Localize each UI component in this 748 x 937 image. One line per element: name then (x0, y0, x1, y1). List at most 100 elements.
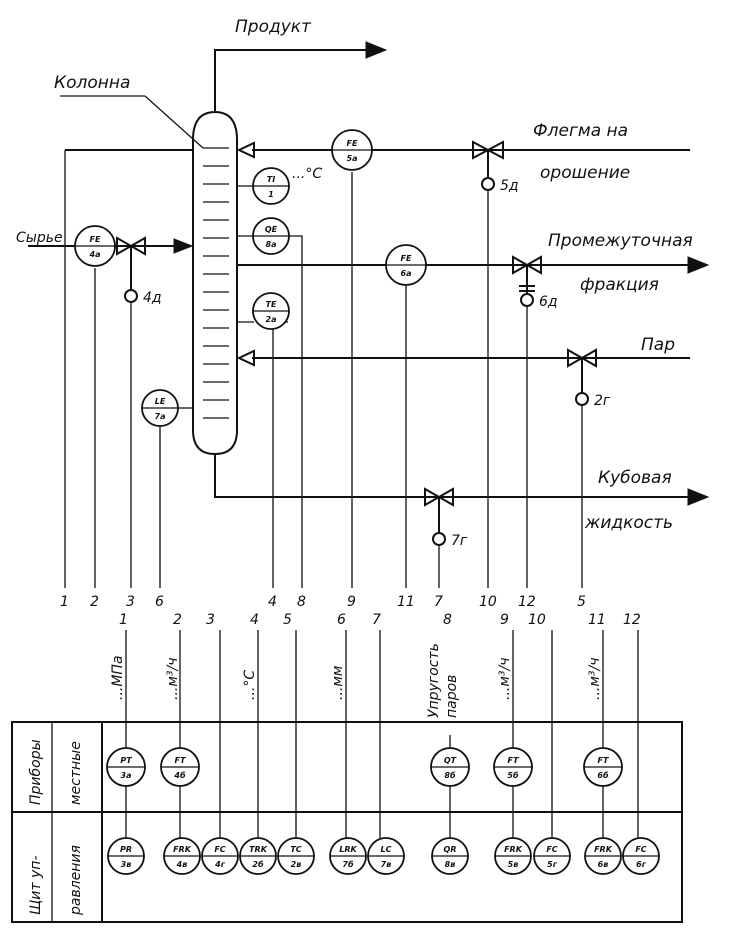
device-trk-2b: TRK 2б (239, 837, 277, 875)
svg-text:4в: 4в (176, 860, 188, 869)
svg-text:6: 6 (337, 612, 346, 628)
svg-text:TC: TC (290, 845, 301, 854)
svg-text:TE: TE (266, 300, 277, 309)
svg-text:FRK: FRK (504, 845, 523, 854)
svg-text:FE: FE (401, 254, 412, 263)
label-bottoms-1: Кубовая (598, 468, 672, 488)
actuator-7g-label: 7г (451, 533, 468, 549)
device-pt-3a: PT 3а (106, 747, 146, 787)
svg-text:6в: 6в (598, 860, 609, 869)
svg-text:2а: 2а (266, 315, 277, 324)
svg-text:12: 12 (518, 594, 536, 610)
label-reflux-1: Флегма на (533, 121, 628, 141)
svg-text:8б: 8б (444, 770, 456, 780)
device-ft-6b: FT 6б (583, 747, 623, 787)
svg-text:PT: PT (120, 756, 132, 765)
intermediate-line (237, 256, 710, 274)
svg-text:3: 3 (126, 594, 135, 610)
svg-text:9: 9 (500, 612, 509, 628)
svg-text:FRK: FRK (594, 845, 613, 854)
device-qt-8b: QT 8б (430, 747, 470, 787)
svg-text:...мм: ...мм (330, 665, 346, 700)
svg-text:4: 4 (268, 594, 277, 610)
device-ft-5b: FT 5б (493, 747, 533, 787)
svg-text:7: 7 (372, 612, 381, 628)
svg-text:6а: 6а (401, 269, 412, 278)
svg-text:11: 11 (397, 594, 415, 610)
svg-text:10: 10 (479, 594, 497, 610)
svg-text:8а: 8а (266, 240, 277, 249)
instrument-le-7a: LE 7а (141, 389, 179, 427)
instrument-qe-8a: QE 8а (252, 217, 290, 255)
svg-text:3а: 3а (121, 771, 132, 780)
product-line (214, 41, 388, 112)
svg-text:FC: FC (214, 845, 225, 854)
label-intermediate-2: фракция (580, 275, 659, 295)
svg-text:QT: QT (444, 756, 457, 765)
feed-valve (116, 236, 146, 303)
unit-labels: ...МПа ...м³/ч ...°C ...мм ...м³/ч ...м³… (110, 643, 603, 718)
actuator-4d-label: 4д (143, 290, 162, 306)
svg-text:6б: 6б (597, 770, 609, 780)
svg-text:2: 2 (90, 594, 99, 610)
device-frk-6v: FRK 6в (584, 837, 622, 875)
svg-text:FE: FE (347, 139, 358, 148)
svg-text:2б: 2б (252, 859, 264, 869)
svg-text:FRK: FRK (173, 845, 192, 854)
signal-lines (64, 150, 583, 588)
label-product: Продукт (235, 17, 312, 37)
steam-valve (567, 348, 597, 406)
device-fc-5g: FC 5г (533, 837, 571, 875)
svg-text:...м³/ч: ...м³/ч (165, 657, 181, 700)
svg-text:FC: FC (546, 845, 557, 854)
svg-text:8: 8 (297, 594, 306, 610)
reflux-line (65, 141, 690, 159)
distillation-column (192, 110, 238, 456)
svg-text:Упругость: Упругость (426, 643, 442, 718)
device-lc-7v: LC 7в (367, 837, 405, 875)
row-label-local-1: Приборы (28, 739, 44, 805)
field-instruments: FE 4а FE 5а TI 1 QE 8а FE 6а (74, 129, 427, 427)
svg-text:8в: 8в (445, 860, 456, 869)
svg-text:12: 12 (623, 612, 641, 628)
control-panel: Приборы местные Щит уп- равления (11, 721, 683, 923)
instrument-fe-6a: FE 6а (385, 244, 427, 286)
device-fc-4g: FC 4г (201, 837, 239, 875)
svg-text:1: 1 (119, 612, 128, 628)
svg-text:7б: 7б (342, 859, 354, 869)
svg-text:TI: TI (267, 175, 275, 184)
svg-text:5б: 5б (507, 770, 519, 780)
svg-text:FT: FT (175, 756, 186, 765)
svg-text:...МПа: ...МПа (110, 655, 126, 700)
device-qr-8v: QR 8в (431, 837, 469, 875)
svg-text:...м³/ч: ...м³/ч (497, 657, 513, 700)
label-temp-unit: ...°C (292, 166, 322, 182)
instrument-fe-5a: FE 5а (331, 129, 373, 171)
actuator-6d-label: 6д (539, 294, 558, 310)
svg-text:7в: 7в (381, 860, 392, 869)
svg-text:...°C: ...°C (242, 670, 258, 700)
svg-text:PR: PR (120, 845, 132, 854)
svg-text:3: 3 (206, 612, 215, 628)
actuator-2g-label: 2г (594, 393, 611, 409)
label-steam: Пар (641, 335, 675, 355)
svg-text:11: 11 (588, 612, 606, 628)
instrument-fe-4a: FE 4а (74, 225, 116, 267)
svg-text:LRK: LRK (339, 845, 357, 854)
svg-text:FE: FE (90, 235, 101, 244)
svg-text:паров: паров (444, 675, 460, 718)
svg-text:4г: 4г (214, 860, 226, 869)
svg-text:1: 1 (268, 190, 274, 199)
svg-text:QE: QE (265, 225, 278, 234)
device-frk-5v: FRK 5в (494, 837, 532, 875)
instrument-ti-1: TI 1 (252, 167, 290, 205)
svg-text:QR: QR (444, 845, 457, 854)
svg-text:4: 4 (250, 612, 259, 628)
panel-signal-lines (125, 630, 639, 838)
row-label-control-1: Щит уп- (28, 855, 44, 915)
svg-text:2: 2 (173, 612, 182, 628)
svg-text:9: 9 (347, 594, 356, 610)
row-label-local-2: местные (68, 741, 84, 805)
label-intermediate-1: Промежуточная (548, 231, 693, 251)
